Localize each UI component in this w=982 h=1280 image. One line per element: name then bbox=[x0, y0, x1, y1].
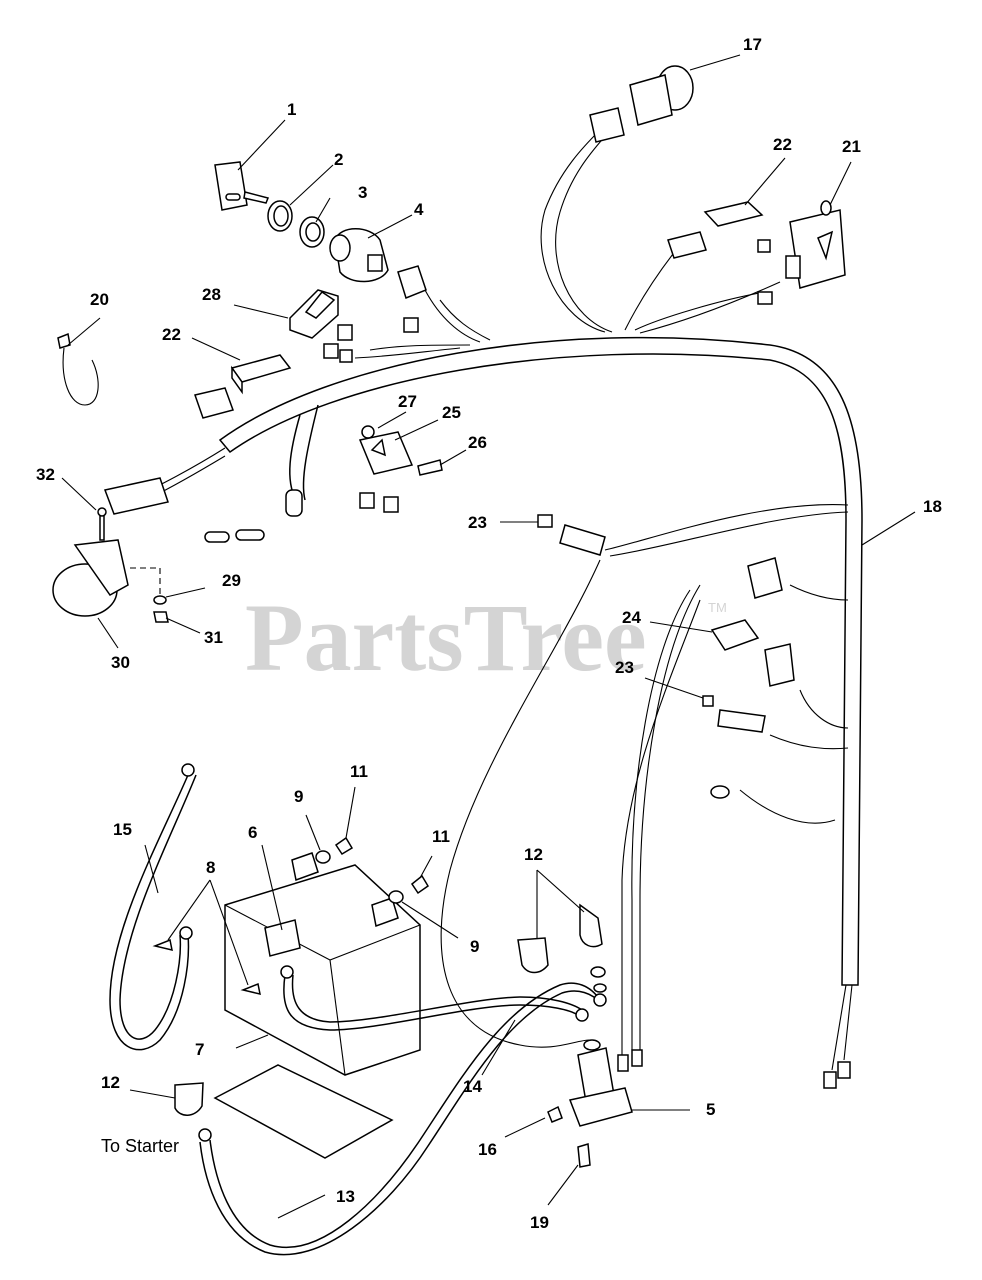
battery-terminals bbox=[264, 852, 399, 957]
callout-11-upper: 11 bbox=[350, 762, 368, 781]
callout-23-upper: 23 bbox=[468, 513, 487, 532]
callout-21: 21 bbox=[842, 137, 861, 156]
callout-15: 15 bbox=[113, 820, 132, 839]
inline-connectors bbox=[204, 489, 303, 543]
callout-8: 8 bbox=[206, 858, 215, 877]
callout-12-lower: 12 bbox=[101, 1073, 120, 1092]
callout-7: 7 bbox=[195, 1040, 204, 1059]
main-harness bbox=[139, 129, 863, 1071]
callout-13: 13 bbox=[336, 1187, 355, 1206]
callout-23-lower: 23 bbox=[615, 658, 634, 677]
callout-11-lower: 11 bbox=[432, 827, 450, 846]
callout-26: 26 bbox=[468, 433, 487, 452]
ignition-switch bbox=[329, 228, 427, 299]
connector-block-left bbox=[103, 477, 169, 515]
callout-25: 25 bbox=[442, 403, 461, 422]
watermark-trademark: TM bbox=[708, 600, 727, 615]
starter-solenoid bbox=[547, 966, 643, 1168]
ring-terminal-lead bbox=[57, 332, 99, 406]
ignition-key bbox=[214, 161, 270, 211]
battery-cables bbox=[109, 763, 607, 1256]
callout-19: 19 bbox=[530, 1213, 549, 1232]
to-starter-caption: To Starter bbox=[101, 1136, 179, 1156]
watermark: PartsTree bbox=[245, 584, 647, 691]
harness-end-connectors bbox=[823, 1061, 851, 1089]
callout-27: 27 bbox=[398, 392, 417, 411]
headlight-assembly bbox=[52, 507, 169, 623]
callout-31: 31 bbox=[204, 628, 223, 647]
callout-6: 6 bbox=[248, 823, 257, 842]
callout-17: 17 bbox=[743, 35, 762, 54]
callout-24: 24 bbox=[622, 608, 641, 627]
callout-4: 4 bbox=[414, 200, 424, 219]
callout-22-left: 22 bbox=[162, 325, 181, 344]
spade-connectors-upper bbox=[323, 317, 419, 363]
callout-22-right: 22 bbox=[773, 135, 792, 154]
callout-18: 18 bbox=[923, 497, 942, 516]
battery-hardware bbox=[152, 836, 430, 995]
fuse-holder-lower bbox=[702, 695, 766, 733]
fuse-block-right bbox=[667, 201, 764, 259]
battery bbox=[224, 864, 421, 1076]
callout-20: 20 bbox=[90, 290, 109, 309]
callout-5: 5 bbox=[706, 1100, 715, 1119]
callout-30: 30 bbox=[111, 653, 130, 672]
relay bbox=[710, 557, 795, 687]
callout-2: 2 bbox=[334, 150, 343, 169]
callout-12-upper: 12 bbox=[524, 845, 543, 864]
ring-terminal-right bbox=[710, 785, 730, 799]
key-switch-nut bbox=[299, 216, 325, 248]
callout-14: 14 bbox=[463, 1077, 482, 1096]
interlock-switch bbox=[358, 425, 443, 513]
callout-9-upper: 9 bbox=[294, 787, 303, 806]
callout-32: 32 bbox=[36, 465, 55, 484]
callout-1: 1 bbox=[287, 100, 296, 119]
callout-labels: 1 2 3 4 5 6 7 8 9 9 11 11 12 12 13 14 15… bbox=[36, 35, 942, 1232]
fuse-block-left bbox=[194, 354, 292, 419]
rocker-switch bbox=[289, 289, 339, 339]
key-switch-bezel bbox=[267, 200, 293, 232]
leader-lines bbox=[61, 54, 916, 1219]
callout-3: 3 bbox=[358, 183, 367, 202]
callout-9-lower: 9 bbox=[470, 937, 479, 956]
callout-29: 29 bbox=[222, 571, 241, 590]
terminal-boots bbox=[174, 903, 603, 1116]
battery-tray bbox=[213, 1064, 394, 1159]
fuse-holder-upper bbox=[537, 514, 606, 556]
callout-16: 16 bbox=[478, 1140, 497, 1159]
pto-switch bbox=[589, 65, 694, 143]
seat-switch bbox=[757, 200, 846, 305]
callout-28: 28 bbox=[202, 285, 221, 304]
